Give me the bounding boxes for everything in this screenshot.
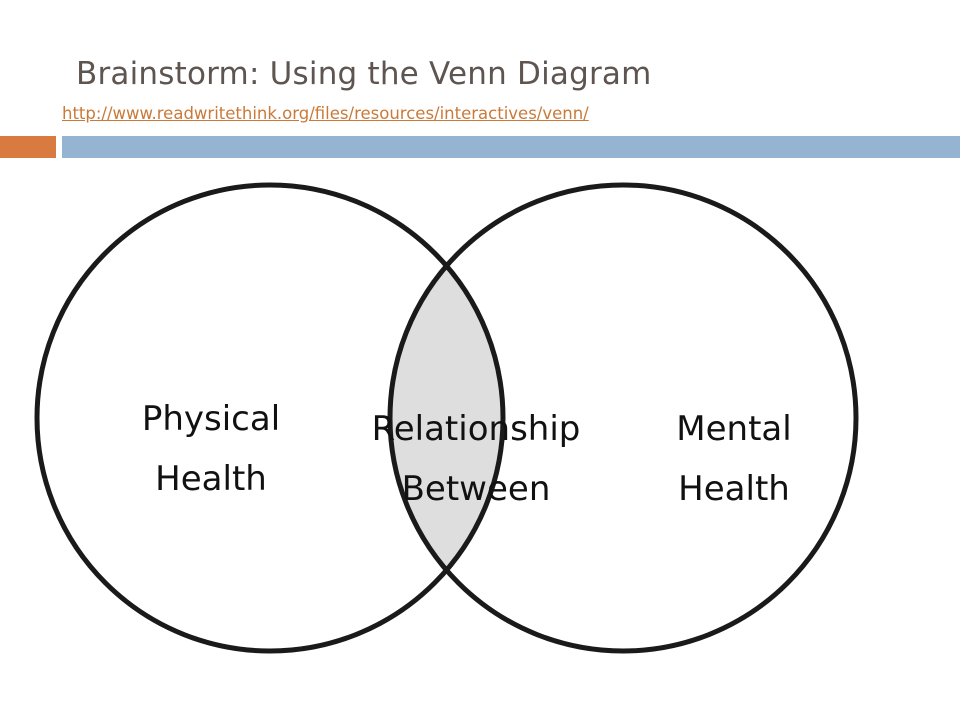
overlap-label-line1: Relationship bbox=[372, 409, 581, 449]
slide-header: Brainstorm: Using the Venn Diagram http:… bbox=[0, 0, 960, 160]
right-circle-label-line2: Health bbox=[678, 469, 790, 509]
venn-left-circle bbox=[34, 182, 506, 654]
venn-right-circle bbox=[387, 182, 859, 654]
header-accent-bar bbox=[0, 136, 56, 158]
slide-title: Brainstorm: Using the Venn Diagram bbox=[76, 56, 652, 92]
right-circle-label-line1: Mental bbox=[676, 409, 791, 449]
left-circle-label-line2: Health bbox=[155, 459, 267, 499]
overlap-label-line2: Between bbox=[402, 469, 551, 509]
header-divider-bar bbox=[62, 136, 960, 158]
left-circle-label-line1: Physical bbox=[142, 399, 280, 439]
venn-resource-link[interactable]: http://www.readwritethink.org/files/reso… bbox=[62, 104, 589, 123]
